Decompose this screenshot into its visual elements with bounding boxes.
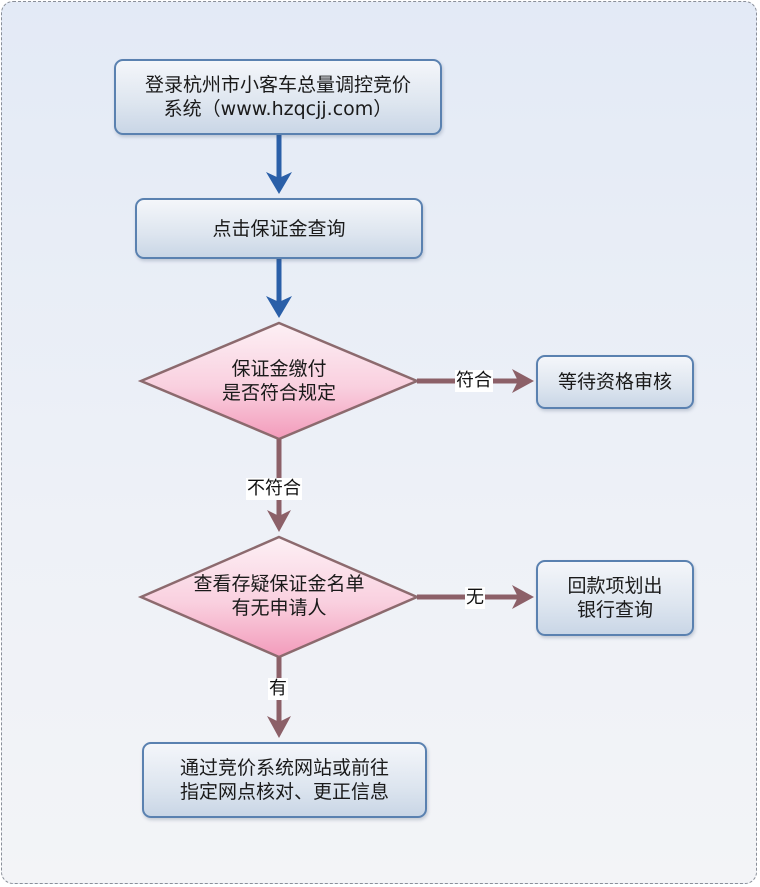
edge-check-deposit-to-check-list	[267, 439, 291, 532]
node-refund: 回款项划出 银行查询	[536, 560, 694, 636]
node-query-deposit: 点击保证金查询	[135, 198, 423, 259]
arrowhead-icon	[267, 510, 291, 532]
node-correct-info: 通过竞价系统网站或前往 指定网点核对、更正信息	[142, 742, 427, 818]
node-check-deposit-text: 保证金缴付 是否符合规定	[221, 358, 336, 404]
edge-label-none: 无	[465, 587, 485, 609]
edge-login-to-query	[266, 134, 292, 194]
node-await-review-text: 等待资格审核	[557, 371, 672, 393]
node-login: 登录杭州市小客车总量调控竞价 系统（www.hzqcjj.com）	[114, 59, 442, 135]
arrowhead-icon	[512, 585, 534, 609]
arrowhead-icon	[266, 172, 292, 194]
edge-label-not-match: 不符合	[246, 478, 302, 500]
arrowhead-icon	[512, 369, 534, 393]
node-query-deposit-text: 点击保证金查询	[212, 217, 346, 240]
edge-label-match: 符合	[455, 370, 493, 392]
arrowhead-icon	[267, 716, 291, 738]
node-check-list-text: 查看存疑保证金名单 有无申请人	[193, 573, 365, 619]
node-refund-text: 回款项划出 银行查询	[567, 575, 663, 621]
node-correct-info-text: 通过竞价系统网站或前往 指定网点核对、更正信息	[179, 757, 389, 803]
arrowhead-icon	[266, 296, 292, 318]
node-login-text: 登录杭州市小客车总量调控竞价 系统（www.hzqcjj.com）	[144, 74, 411, 120]
node-await-review: 等待资格审核	[536, 355, 694, 409]
edge-query-to-check-deposit	[266, 259, 292, 318]
edge-label-exists: 有	[268, 678, 288, 700]
